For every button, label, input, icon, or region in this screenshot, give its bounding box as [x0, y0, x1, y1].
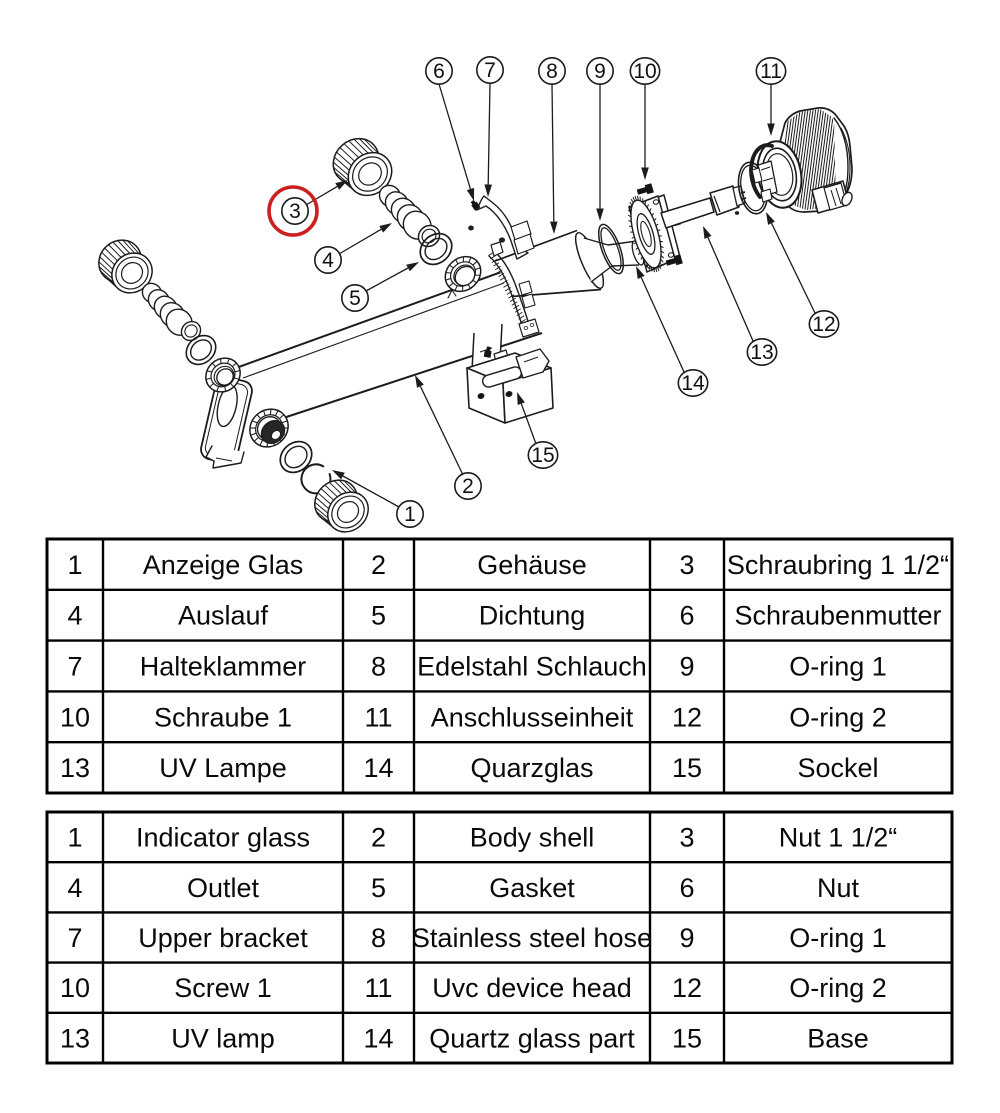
svg-text:1: 1 [67, 823, 82, 853]
svg-text:13: 13 [60, 753, 90, 783]
svg-text:Anzeige Glas: Anzeige Glas [143, 550, 304, 580]
svg-text:O-ring 2: O-ring 2 [789, 702, 887, 732]
svg-text:7: 7 [67, 923, 82, 953]
svg-text:13: 13 [60, 1023, 90, 1053]
svg-text:10: 10 [633, 60, 656, 83]
svg-text:14: 14 [363, 753, 393, 783]
svg-text:5: 5 [349, 287, 361, 310]
svg-text:Indicator glass: Indicator glass [136, 823, 310, 853]
svg-text:Halteklammer: Halteklammer [140, 652, 307, 682]
svg-text:5: 5 [371, 873, 386, 903]
svg-text:1: 1 [404, 503, 416, 526]
svg-text:Gehäuse: Gehäuse [477, 550, 587, 580]
svg-text:O-ring 1: O-ring 1 [789, 652, 887, 682]
svg-text:11: 11 [364, 702, 392, 732]
svg-text:8: 8 [371, 652, 386, 682]
svg-text:12: 12 [672, 973, 702, 1003]
svg-text:15: 15 [672, 753, 702, 783]
svg-text:Schraubring 1 1/2“: Schraubring 1 1/2“ [727, 550, 949, 580]
svg-text:13: 13 [750, 341, 773, 364]
svg-text:Edelstahl Schlauch: Edelstahl Schlauch [417, 652, 647, 682]
svg-text:Auslauf: Auslauf [178, 601, 269, 631]
svg-text:Schraube 1: Schraube 1 [154, 702, 292, 732]
svg-text:5: 5 [371, 601, 386, 631]
svg-text:Sockel: Sockel [797, 753, 878, 783]
svg-text:6: 6 [433, 60, 445, 83]
svg-text:Nut 1 1/2“: Nut 1 1/2“ [779, 823, 898, 853]
svg-text:Base: Base [807, 1023, 869, 1053]
svg-text:Quarzglas: Quarzglas [470, 753, 593, 783]
svg-text:O-ring 1: O-ring 1 [789, 923, 887, 953]
svg-text:14: 14 [363, 1023, 393, 1053]
svg-text:Dichtung: Dichtung [479, 601, 586, 631]
svg-text:12: 12 [812, 313, 835, 336]
svg-text:Body shell: Body shell [470, 823, 595, 853]
svg-text:O-ring 2: O-ring 2 [789, 973, 887, 1003]
svg-text:3: 3 [289, 200, 301, 223]
svg-text:Upper bracket: Upper bracket [138, 923, 308, 953]
svg-text:14: 14 [681, 372, 705, 395]
svg-text:Outlet: Outlet [187, 873, 260, 903]
svg-text:4: 4 [67, 873, 82, 903]
svg-text:11: 11 [364, 973, 392, 1003]
svg-text:15: 15 [531, 444, 554, 467]
svg-text:9: 9 [594, 60, 606, 83]
svg-text:2: 2 [371, 550, 386, 580]
svg-text:6: 6 [679, 873, 694, 903]
svg-text:Stainless steel hose: Stainless steel hose [412, 923, 652, 953]
svg-text:Nut: Nut [817, 873, 860, 903]
svg-text:1: 1 [67, 550, 82, 580]
svg-text:UV lamp: UV lamp [171, 1023, 275, 1053]
svg-text:9: 9 [679, 923, 694, 953]
svg-text:8: 8 [371, 923, 386, 953]
svg-text:10: 10 [60, 973, 90, 1003]
svg-text:Gasket: Gasket [489, 873, 575, 903]
svg-text:3: 3 [679, 823, 694, 853]
svg-text:7: 7 [67, 652, 82, 682]
svg-text:10: 10 [60, 702, 90, 732]
svg-text:Quartz glass part: Quartz glass part [429, 1023, 635, 1053]
svg-text:2: 2 [371, 823, 386, 853]
svg-text:Schraubenmutter: Schraubenmutter [734, 601, 941, 631]
svg-text:9: 9 [679, 652, 694, 682]
svg-text:4: 4 [67, 601, 82, 631]
svg-text:12: 12 [672, 702, 702, 732]
svg-text:7: 7 [484, 59, 496, 82]
svg-text:UV Lampe: UV Lampe [159, 753, 287, 783]
svg-text:4: 4 [322, 249, 334, 272]
svg-text:Screw 1: Screw 1 [174, 973, 272, 1003]
svg-text:3: 3 [679, 550, 694, 580]
svg-text:Anschlusseinheit: Anschlusseinheit [431, 702, 634, 732]
svg-text:6: 6 [679, 601, 694, 631]
svg-text:2: 2 [462, 475, 474, 498]
svg-text:Uvc device head: Uvc device head [432, 973, 632, 1003]
svg-text:8: 8 [546, 60, 558, 83]
svg-text:11: 11 [760, 60, 782, 83]
svg-text:15: 15 [672, 1023, 702, 1053]
